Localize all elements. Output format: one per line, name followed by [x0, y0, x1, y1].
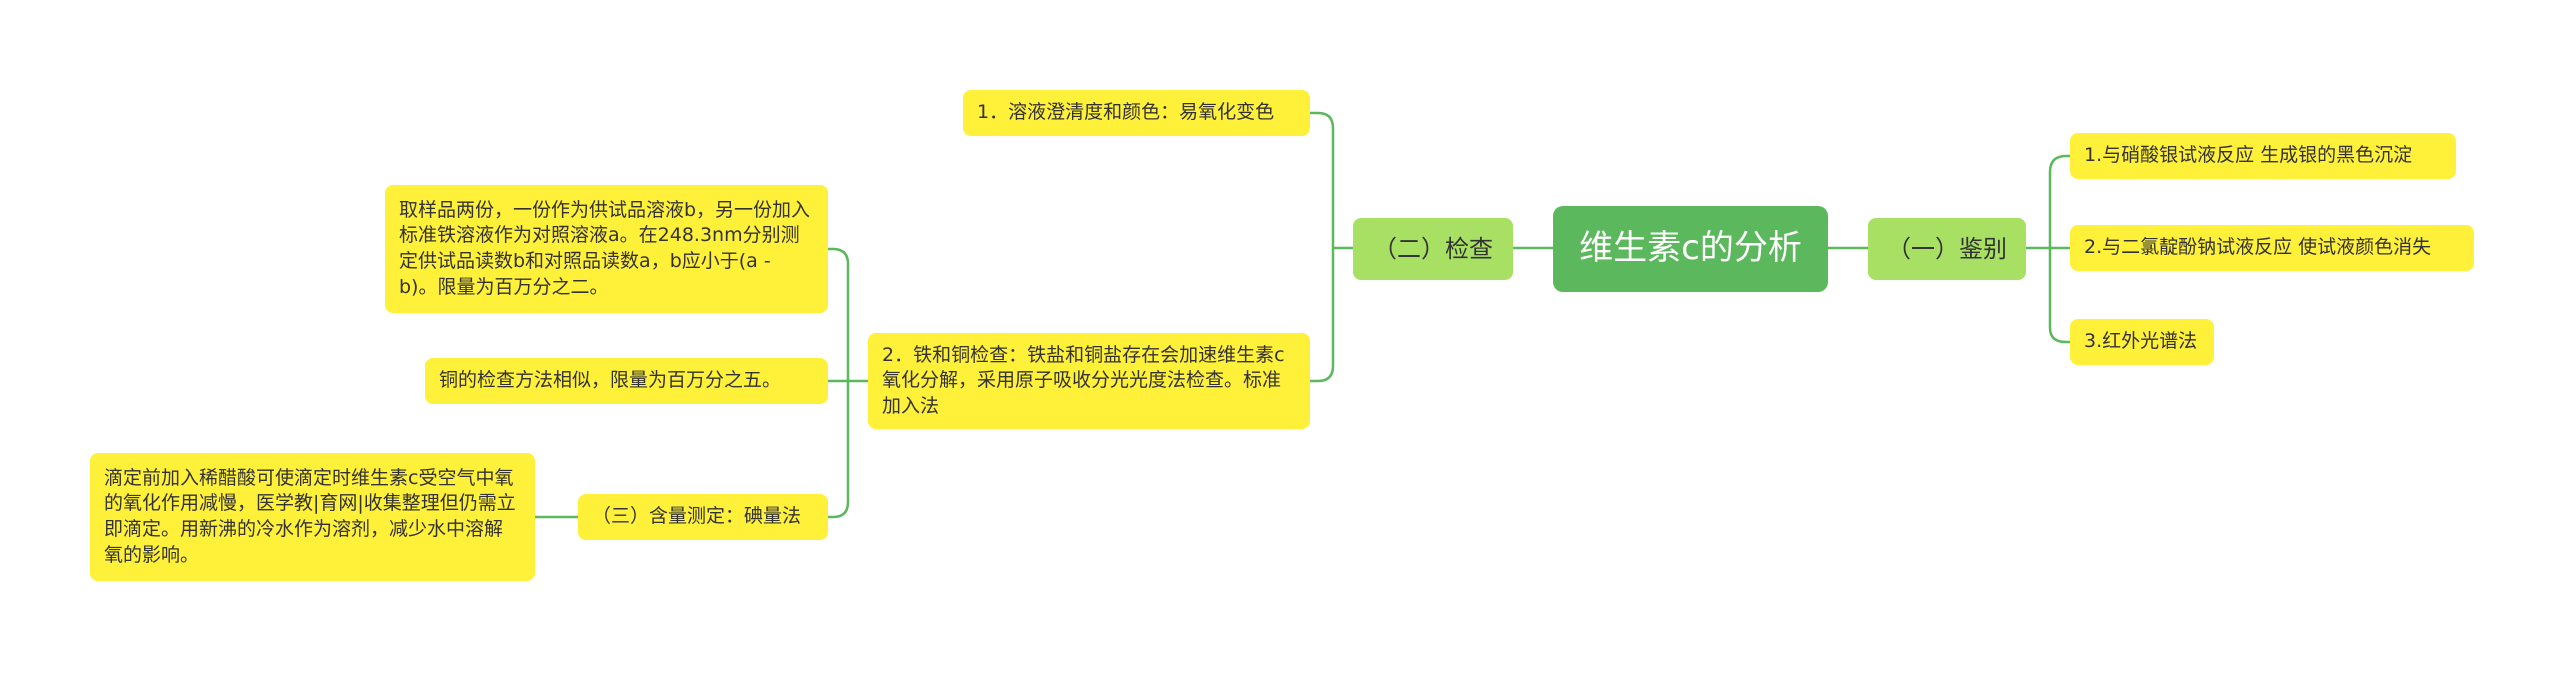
leaf-identification-3-label: 3.红外光谱法	[2084, 330, 2198, 353]
root-node[interactable]: 维生素c的分析	[1553, 206, 1828, 292]
connector-left-1	[1310, 111, 1335, 248]
branch-inspection[interactable]: （二）检查	[1353, 218, 1513, 280]
item-content-assay[interactable]: （三）含量测定：碘量法	[578, 494, 828, 540]
connector-left-2	[1310, 248, 1335, 383]
item-content-assay-label: （三）含量测定：碘量法	[592, 505, 802, 528]
leaf-identification-2[interactable]: 2.与二氯靛酚钠试液反应 使试液颜色消失	[2070, 225, 2474, 271]
item-assay-note-label: 滴定前加入稀醋酸可使滴定时维生素c受空气中氧的氧化作用减慢，医学教|育网|收集整…	[104, 466, 516, 566]
leaf-identification-1[interactable]: 1.与硝酸银试液反应 生成银的黑色沉淀	[2070, 133, 2456, 179]
item-iron-procedure[interactable]: 取样品两份，一份作为供试品溶液b，另一份加入标准铁溶液作为对照溶液a。在248.…	[385, 185, 828, 313]
item-iron-procedure-label: 取样品两份，一份作为供试品溶液b，另一份加入标准铁溶液作为对照溶液a。在248.…	[399, 198, 811, 298]
branch-identification[interactable]: （一）鉴别	[1868, 218, 2026, 280]
item-copper-method-label: 铜的检查方法相似，限量为百万分之五。	[439, 369, 782, 392]
item-iron-copper-label: 2．铁和铜检查：铁盐和铜盐存在会加速维生素c氧化分解，采用原子吸收分光光度法检查…	[882, 343, 1285, 417]
connector-right-1	[2048, 154, 2070, 248]
connector-right-3	[2048, 248, 2070, 344]
connector-item2-3	[828, 381, 850, 519]
item-clarity-color-label: 1．溶液澄清度和颜色：易氧化变色	[977, 101, 1275, 124]
leaf-identification-2-label: 2.与二氯靛酚钠试液反应 使试液颜色消失	[2084, 236, 2432, 259]
leaf-identification-3[interactable]: 3.红外光谱法	[2070, 319, 2214, 365]
root-label: 维生素c的分析	[1579, 228, 1802, 269]
leaf-identification-1-label: 1.与硝酸银试液反应 生成银的黑色沉淀	[2084, 144, 2413, 167]
branch-identification-label: （一）鉴别	[1887, 234, 2007, 263]
item-copper-method[interactable]: 铜的检查方法相似，限量为百万分之五。	[425, 358, 828, 404]
item-iron-copper[interactable]: 2．铁和铜检查：铁盐和铜盐存在会加速维生素c氧化分解，采用原子吸收分光光度法检查…	[868, 333, 1310, 429]
connector-item2-1	[828, 247, 850, 381]
branch-inspection-label: （二）检查	[1373, 234, 1493, 263]
item-clarity-color[interactable]: 1．溶液澄清度和颜色：易氧化变色	[963, 90, 1310, 136]
item-assay-note[interactable]: 滴定前加入稀醋酸可使滴定时维生素c受空气中氧的氧化作用减慢，医学教|育网|收集整…	[90, 453, 535, 581]
